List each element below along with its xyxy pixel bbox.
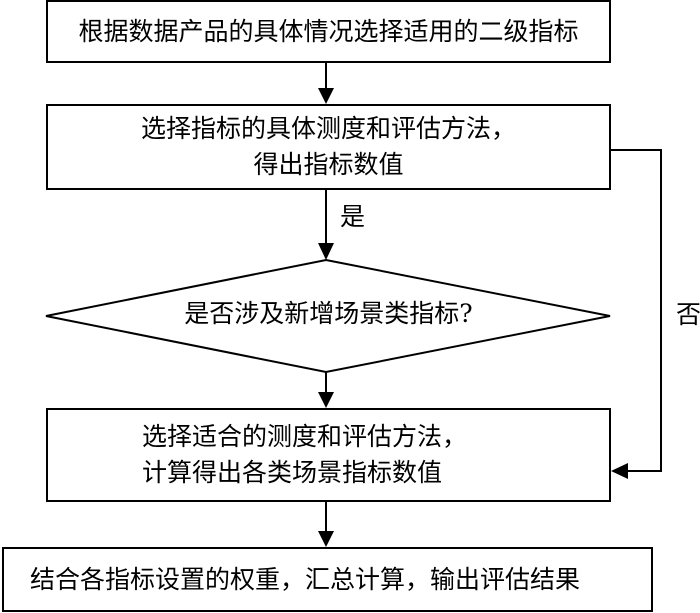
arrowhead-no-branch <box>611 463 628 479</box>
decision-text: 是否涉及新增场景类指标? <box>184 299 473 328</box>
step3-text-line1: 选择适合的测度和评估方法， <box>142 422 468 451</box>
step2-box: 选择指标的具体测度和评估方法， 得出指标数值 <box>46 104 611 190</box>
step1-text: 根据数据产品的具体情况选择适用的二级指标 <box>78 16 579 46</box>
no-label: 否 <box>676 300 700 329</box>
arrow-no-branch <box>611 149 662 472</box>
step4-text: 结合各指标设置的权重，汇总计算，输出评估结果 <box>30 564 581 594</box>
arrowhead-decision <box>318 243 334 260</box>
step3-box: 选择适合的测度和评估方法， 计算得出各类场景指标数值 <box>46 408 611 502</box>
yes-label: 是 <box>340 202 366 231</box>
step3-text-line2: 计算得出各类场景指标数值 <box>142 458 443 487</box>
step4-box: 结合各指标设置的权重，汇总计算，输出评估结果 <box>2 547 653 612</box>
step2-text-line2: 得出指标数值 <box>253 150 404 179</box>
arrowhead-step4 <box>318 531 334 547</box>
step1-box: 根据数据产品的具体情况选择适用的二级指标 <box>46 0 611 63</box>
arrowhead-step3 <box>318 392 334 408</box>
arrowhead-step2 <box>318 88 334 104</box>
step2-text-line1: 选择指标的具体测度和评估方法， <box>140 114 516 143</box>
